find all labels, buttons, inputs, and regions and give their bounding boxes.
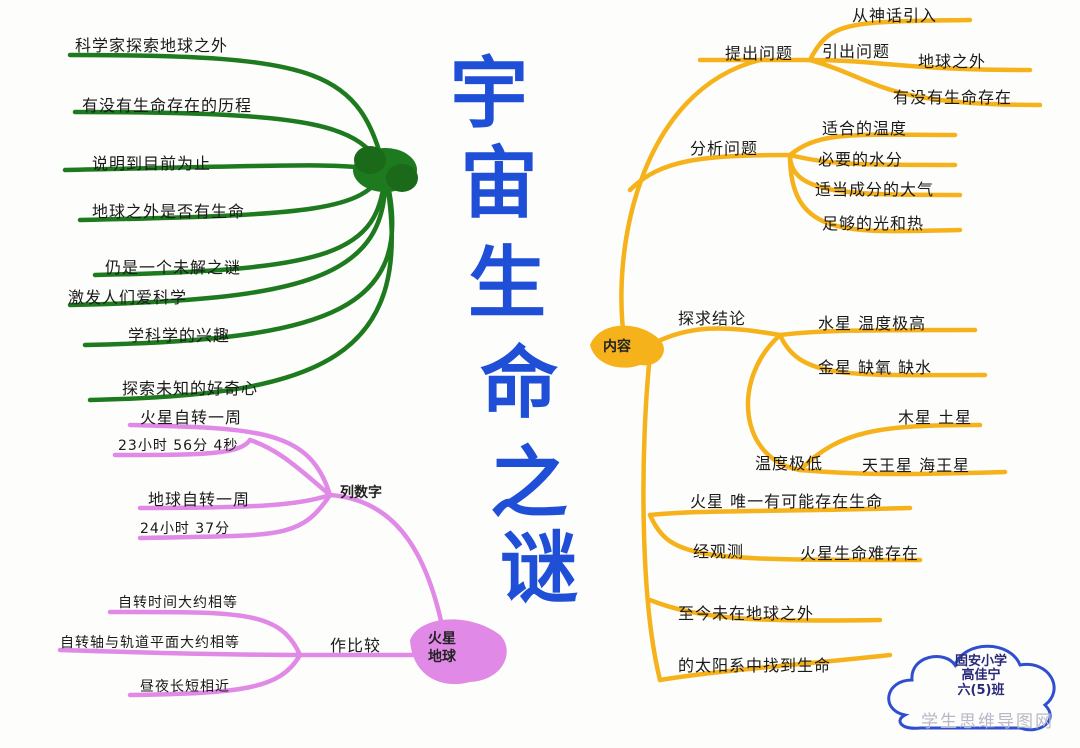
green-label-8: 探索未知的好奇心 [122, 379, 259, 398]
analyze-label: 分析问题 [690, 139, 759, 158]
lead-question-label: 引出问题 [822, 42, 891, 61]
compare-node-label: 火星 地球 [428, 631, 456, 666]
green-line-6 [67, 169, 388, 308]
analyze-item-2: 必要的水分 [818, 150, 904, 169]
green-line-5 [92, 169, 388, 278]
compare-item-2: 自转轴与轨道平面大约相等 [60, 635, 240, 651]
earth-rotation-label: 地球自转一周 [148, 490, 251, 509]
orange-main-up [619, 57, 763, 348]
explore-item-2: 金星 缺氧 缺水 [818, 358, 933, 377]
orange-conc-2 [657, 652, 893, 683]
explore-label: 探求结论 [678, 309, 747, 328]
mars-label: 火星 唯一有可能存在生命 [690, 492, 884, 511]
pink-mars-1 [127, 422, 333, 498]
low-temp-label: 温度极低 [755, 454, 824, 473]
orange-center-node [590, 325, 664, 368]
orange-ana-2 [787, 152, 958, 168]
mars-rotation-label: 火星自转一周 [140, 408, 243, 427]
orange-main-down [641, 352, 663, 683]
green-label-7: 学科学的兴趣 [128, 326, 231, 345]
pink-compare-node [410, 619, 507, 685]
stamp-school: 固安小学 [955, 654, 1008, 669]
green-line-1 [67, 52, 388, 175]
orange-observed [647, 512, 923, 563]
analyze-item-3: 适当成分的大气 [815, 180, 935, 199]
pink-cmp-2 [57, 647, 303, 658]
pink-cmp-1 [107, 609, 303, 658]
title-char-4: 命 [480, 338, 559, 429]
pink-cmp-3 [127, 652, 303, 698]
pink-center-label: 作比较 [330, 636, 382, 655]
stamp-name: 高佳宁 [961, 668, 1001, 684]
stamp-cloud [887, 644, 1056, 732]
orange-lead-3 [807, 57, 1043, 108]
lead-item-1: 从神话引入 [852, 6, 938, 25]
orange-exp-3 [745, 332, 803, 473]
green-label-5: 仍是一个未解之谜 [105, 258, 242, 277]
green-label-3: 说明到目前为止 [92, 154, 212, 173]
orange-analyze [627, 152, 793, 193]
green-label-4: 地球之外是否有生命 [92, 202, 246, 221]
orange-low-1 [797, 422, 983, 473]
observed-label: 经观测 [693, 542, 745, 561]
pink-main [327, 492, 448, 643]
stamp-class: 六(5)班 [957, 682, 1005, 698]
orange-conc-1 [647, 597, 883, 623]
orange-branch-lines [619, 17, 1043, 683]
conclusion-1-label: 至今未在地球之外 [678, 604, 815, 623]
raise-question-label: 提出问题 [725, 44, 794, 63]
orange-exp-2 [777, 332, 988, 378]
analyze-item-1: 适合的温度 [822, 119, 908, 138]
orange-explore [647, 326, 783, 348]
orange-lead-2 [807, 57, 1033, 73]
compare-item-1: 自转时间大约相等 [118, 595, 238, 611]
green-center-blob [353, 146, 418, 192]
pink-earth-2 [137, 492, 333, 541]
low-temp-item-2: 天王星 海王星 [862, 456, 971, 475]
title-char-5: 之 [490, 438, 569, 529]
title-char-2: 宙 [460, 138, 539, 229]
lead-item-3: 有没有生命存在 [893, 88, 1013, 107]
explore-item-1: 水星 温度极高 [818, 314, 927, 333]
watermark: 学生思维导图网 [921, 712, 1054, 732]
orange-ana-1 [787, 132, 958, 158]
green-line-8 [87, 169, 395, 403]
title-char-1: 宇 [450, 48, 529, 139]
orange-mars [647, 505, 913, 518]
orange-center-label: 内容 [603, 339, 631, 355]
lead-item-2: 地球之外 [918, 52, 987, 71]
pink-earth-1 [137, 492, 333, 511]
orange-ana-4 [787, 152, 963, 234]
compare-item-3: 昼夜长短相近 [140, 679, 230, 695]
orange-lead-1 [807, 17, 973, 63]
title-char-6: 谜 [500, 523, 579, 614]
green-label-6: 激发人们爱科学 [68, 288, 188, 307]
orange-low-2 [797, 467, 1008, 477]
earth-time-label: 24小时 37分 [140, 521, 231, 537]
observed-result-label: 火星生命难存在 [800, 544, 920, 563]
stamp-text: 固安小学 高佳宁 六(5)班 [955, 654, 1008, 698]
green-label-1: 科学家探索地球之外 [75, 36, 229, 55]
green-label-2: 有没有生命存在的历程 [82, 96, 253, 115]
analyze-item-4: 足够的光和热 [822, 214, 925, 233]
low-temp-item-1: 木星 土星 [898, 408, 973, 427]
pink-branch-lines [57, 422, 448, 698]
orange-exp-1 [777, 327, 978, 338]
pink-mars-2 [112, 437, 333, 498]
conclusion-2-label: 的太阳系中找到生命 [678, 656, 832, 675]
title-char-3: 生 [468, 238, 547, 329]
pink-node-label: 列数字 [340, 485, 382, 501]
mars-time-label: 23小时 56分 4秒 [118, 438, 239, 454]
